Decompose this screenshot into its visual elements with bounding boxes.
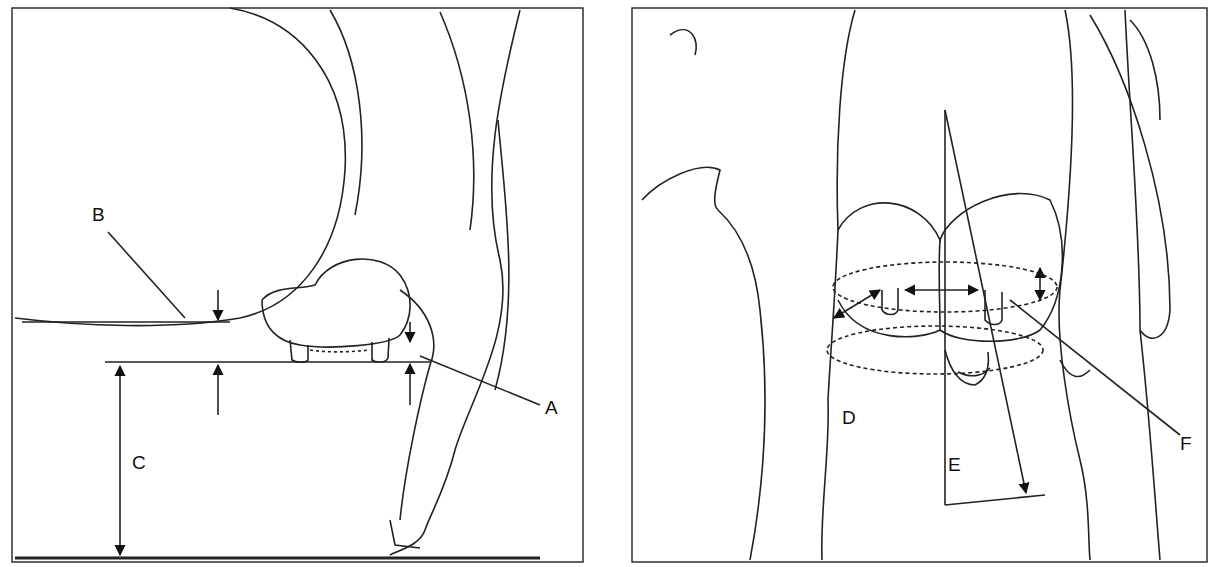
part-letter: E: [948, 455, 961, 474]
part-letter: B: [92, 205, 105, 224]
part-letter: A: [545, 398, 558, 417]
right-panel: [632, 8, 1207, 562]
part-letter: D: [842, 408, 856, 427]
part-letter: C: [132, 453, 146, 472]
part-letter: F: [1180, 434, 1192, 453]
left-panel: [12, 8, 583, 562]
